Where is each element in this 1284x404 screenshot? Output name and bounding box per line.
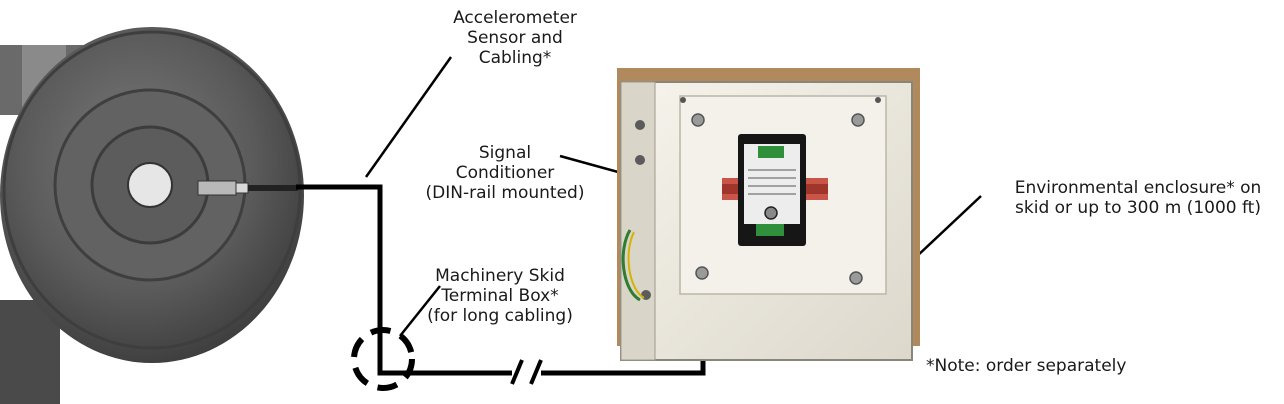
signal-conditioner-label-line: Signal (478, 143, 532, 163)
terminal-box-marker (351, 327, 415, 391)
enclosure-label-line: skid or up to 300 m (1000 ft) (1015, 198, 1261, 218)
accelerometer-label-line: Sensor and (467, 28, 563, 48)
accelerometer-label: Accelerometer Sensor and Cabling* (440, 8, 590, 68)
signal-conditioner-label: Signal Conditioner (DIN-rail mounted) (410, 143, 600, 203)
signal-conditioner-module (738, 134, 806, 246)
order-note: *Note: order separately (926, 356, 1127, 376)
terminal-box-label-line: (for long cabling) (427, 306, 573, 326)
accelerometer-sensor-icon (197, 180, 298, 196)
terminal-box-label-line: Machinery Skid (435, 266, 565, 286)
accelerometer-label-line: Cabling* (478, 48, 552, 68)
terminal-box-label: Machinery Skid Terminal Box* (for long c… (410, 266, 590, 326)
enclosure-label: Environmental enclosure* on skid or up t… (995, 178, 1281, 218)
enclosure-label-line: Environmental enclosure* on (1014, 178, 1262, 198)
machine-photo (0, 27, 304, 404)
signal-conditioner-label-line: (DIN-rail mounted) (425, 183, 585, 203)
signal-conditioner-label-line: Conditioner (455, 163, 555, 183)
accelerometer-label-line: Accelerometer (453, 8, 577, 28)
terminal-box-label-line: Terminal Box* (441, 286, 559, 306)
